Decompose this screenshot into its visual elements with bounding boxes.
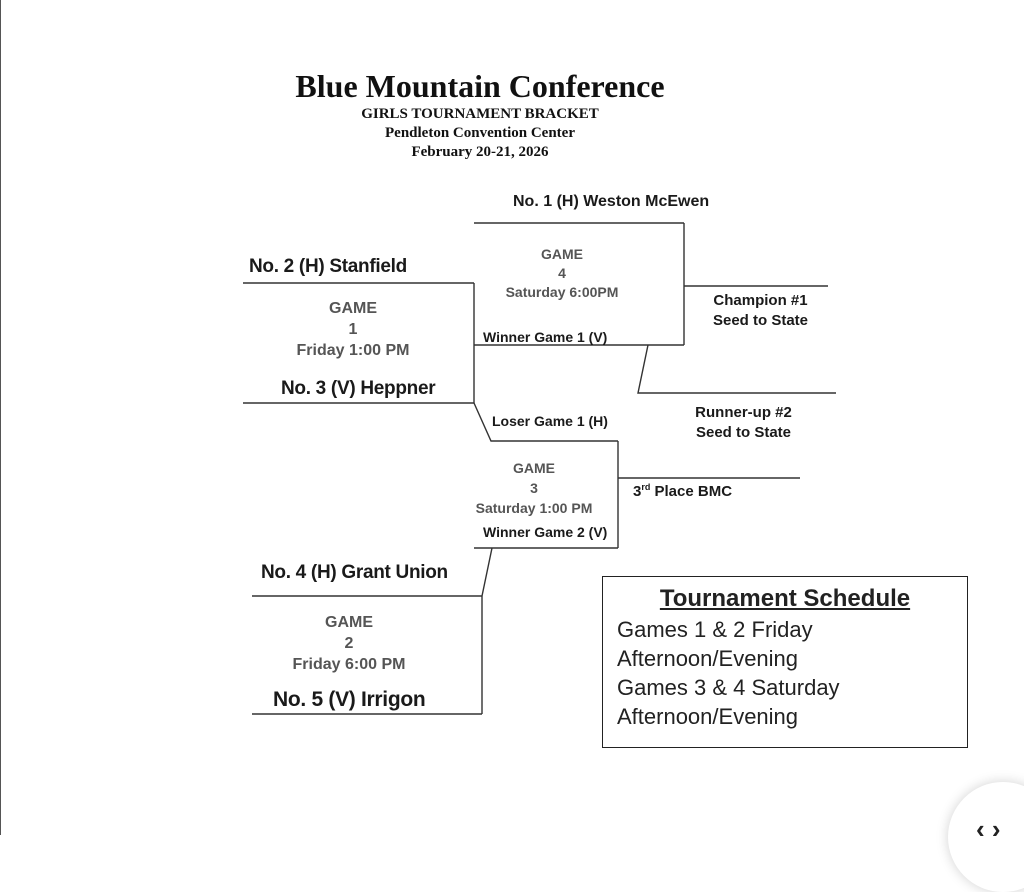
runnerup-label: Runner-up #2 Seed to State xyxy=(671,403,816,443)
game2-label: GAME xyxy=(325,614,373,631)
slot-winner-game2: Winner Game 2 (V) xyxy=(483,524,608,540)
slot-winner-game1: Winner Game 1 (V) xyxy=(483,329,608,345)
schedule-line-1: Games 1 & 2 Friday xyxy=(617,617,813,642)
team-seed5: No. 5 (V) Irrigon xyxy=(273,688,426,711)
third-place-number: 3 xyxy=(633,483,642,500)
bracket-lines xyxy=(243,222,836,715)
team-seed1: No. 1 (H) Weston McEwen xyxy=(513,193,710,210)
line-loser-game1 xyxy=(473,402,618,442)
game4-time: Saturday 6:00PM xyxy=(505,284,619,300)
line-runnerup xyxy=(637,344,836,394)
game2-info: GAME 2 Friday 6:00 PM xyxy=(279,612,419,675)
third-place-suffix: rd xyxy=(641,482,651,492)
venue: Pendleton Convention Center xyxy=(385,125,575,141)
page-edge xyxy=(0,0,1,835)
schedule-line-3: Games 3 & 4 Saturday xyxy=(617,675,840,700)
game1-number: 1 xyxy=(348,321,358,338)
runnerup-line1: Runner-up #2 xyxy=(695,404,792,421)
team-seed4: No. 4 (H) Grant Union xyxy=(261,562,448,583)
team-seed2: No. 2 (H) Stanfield xyxy=(249,256,407,277)
schedule-box: Tournament Schedule Games 1 & 2 Friday A… xyxy=(602,576,968,748)
game1-info: GAME 1 Friday 1:00 PM xyxy=(283,298,423,361)
game3-time: Saturday 1:00 PM xyxy=(475,500,593,516)
game3-number: 3 xyxy=(530,480,538,496)
schedule-line-2: Afternoon/Evening xyxy=(617,646,799,671)
game4-label: GAME xyxy=(541,246,583,262)
game3-info: GAME 3 Saturday 1:00 PM xyxy=(464,458,604,518)
schedule-line-4: Afternoon/Evening xyxy=(617,704,799,729)
runnerup-line2: Seed to State xyxy=(695,424,792,441)
bracket-subtitle: GIRLS TOURNAMENT BRACKET xyxy=(361,106,599,122)
dates: February 20-21, 2026 xyxy=(411,144,549,160)
third-place-text: Place BMC xyxy=(650,483,733,500)
game3-label: GAME xyxy=(513,460,555,476)
schedule-title: Tournament Schedule xyxy=(659,585,911,612)
champion-label: Champion #1 Seed to State xyxy=(688,291,833,331)
third-place-label: 3rd Place BMC xyxy=(633,482,732,500)
game4-number: 4 xyxy=(558,265,566,281)
champion-line1: Champion #1 xyxy=(713,292,808,309)
game1-time: Friday 1:00 PM xyxy=(296,342,410,359)
team-seed3: No. 3 (V) Heppner xyxy=(281,378,436,399)
line-game2-advance xyxy=(481,547,493,597)
page-title: Blue Mountain Conference xyxy=(295,68,665,104)
champion-line2: Seed to State xyxy=(712,312,809,329)
game2-number: 2 xyxy=(344,635,354,652)
chevron-nav-icon: ‹ › xyxy=(976,814,1001,844)
game1-label: GAME xyxy=(329,300,377,317)
slot-loser-game1: Loser Game 1 (H) xyxy=(492,413,608,429)
game4-info: GAME 4 Saturday 6:00PM xyxy=(492,245,632,302)
game2-time: Friday 6:00 PM xyxy=(292,656,406,673)
